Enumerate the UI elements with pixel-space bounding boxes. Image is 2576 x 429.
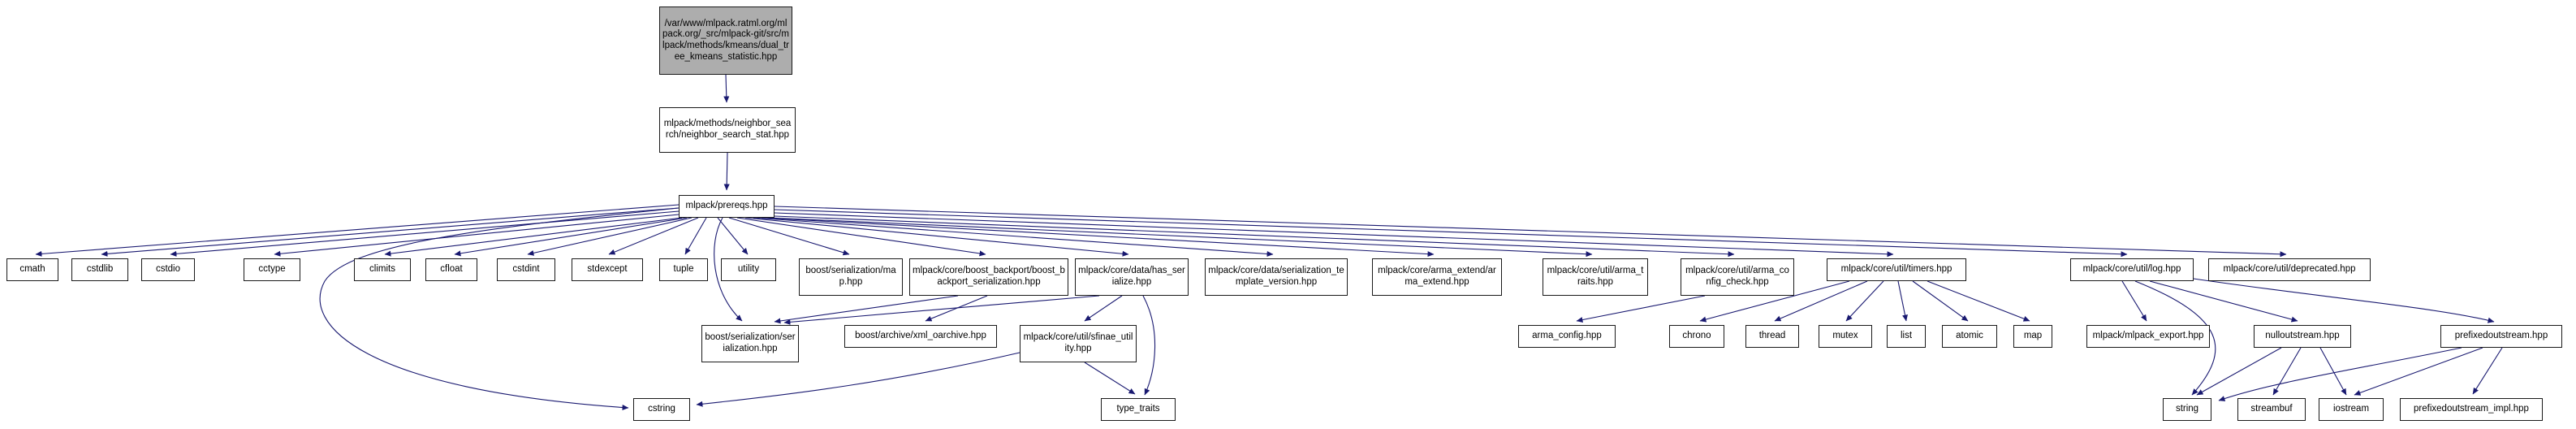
- edge-prereqs-log: [774, 209, 2128, 258]
- node-utility: utility: [721, 258, 776, 281]
- edge-has-serialize-sfinae: [1084, 295, 1123, 322]
- node-prefixedoutstream-impl[interactable]: prefixedoutstream_impl.hpp: [2400, 398, 2543, 421]
- edge-prereqs-has-serialize: [744, 217, 1129, 257]
- edge-prereqs-cfloat: [454, 217, 688, 257]
- node-serialization-template-version[interactable]: mlpack/core/data/serialization_template_…: [1205, 258, 1348, 296]
- node-cstdint: cstdint: [497, 258, 555, 281]
- edge-timers-list: [1897, 280, 1908, 322]
- edge-timers-chrono: [1699, 280, 1850, 323]
- node-boost-serialization-map: boost/serialization/map.hpp: [799, 258, 903, 296]
- edge-prereqs-cstdint: [527, 217, 693, 256]
- node-current-file: /var/www/mlpack.ratml.org/mlpack.org/_sr…: [659, 6, 792, 75]
- edge-prereqs-tuple: [684, 217, 707, 255]
- node-list: list: [1887, 325, 1926, 348]
- edge-prefixedoutstream-impl: [2472, 347, 2503, 395]
- edge-prereqs-climits: [384, 217, 683, 257]
- edge-sfinae-cstring: [696, 352, 1020, 407]
- node-log[interactable]: mlpack/core/util/log.hpp: [2070, 258, 2194, 281]
- edge-prefixedoutstream-iostream: [2354, 347, 2483, 396]
- node-cctype: cctype: [244, 258, 300, 281]
- node-cmath: cmath: [6, 258, 58, 281]
- edge-log-nulloutstream: [2149, 280, 2298, 323]
- edge-log-string: [2134, 280, 2216, 396]
- node-nulloutstream[interactable]: nulloutstream.hpp: [2254, 325, 2351, 348]
- node-type-traits: type_traits: [1101, 398, 1176, 421]
- edge-prereqs-cctype: [274, 214, 680, 257]
- node-mutex: mutex: [1819, 325, 1872, 348]
- edge-prereqs-stdexcept: [608, 217, 699, 255]
- node-arma-config-check[interactable]: mlpack/core/util/arma_config_check.hpp: [1681, 258, 1794, 296]
- node-climits: climits: [354, 258, 411, 281]
- node-deprecated[interactable]: mlpack/core/util/deprecated.hpp: [2208, 258, 2371, 281]
- edge-root-neighbor: [723, 74, 730, 103]
- node-mlpack-export[interactable]: mlpack/mlpack_export.hpp: [2086, 325, 2210, 348]
- node-streambuf: streambuf: [2237, 398, 2306, 421]
- edge-backport-boost-serialization: [774, 295, 959, 324]
- node-thread: thread: [1745, 325, 1799, 348]
- edge-prereqs-deprecated: [774, 206, 2287, 258]
- edge-nulloutstream-streambuf: [2272, 347, 2302, 396]
- edge-prereqs-arma-traits: [767, 217, 1593, 258]
- node-stdexcept: stdexcept: [572, 258, 643, 281]
- edge-prereqs-arma-extend: [761, 217, 1435, 258]
- edge-timers-map: [1927, 280, 2030, 322]
- edge-has-serialize-type-traits: [1142, 295, 1156, 396]
- edge-timers-thread: [1774, 280, 1868, 322]
- node-xml-oarchive: boost/archive/xml_oarchive.hpp: [844, 325, 997, 348]
- edge-sfinae-type-traits: [1084, 362, 1136, 395]
- edge-prereqs-boost-serialization: [714, 217, 743, 322]
- edge-prereqs-arma-config-check: [774, 215, 1735, 258]
- edge-timers-atomic: [1912, 280, 1969, 322]
- node-neighbor-search-stat[interactable]: mlpack/methods/neighbor_search/neighbor_…: [659, 107, 796, 153]
- node-arma-extend[interactable]: mlpack/core/arma_extend/arma_extend.hpp: [1372, 258, 1502, 296]
- node-prefixedoutstream[interactable]: prefixedoutstream.hpp: [2440, 325, 2562, 348]
- edge-prereqs-boost-backport: [736, 217, 986, 257]
- edge-prereqs-cstdio: [170, 210, 680, 257]
- edge-prereqs-utility: [717, 217, 749, 255]
- node-arma-config[interactable]: arma_config.hpp: [1518, 325, 1616, 348]
- edge-prereqs-boost-ser-map: [728, 217, 850, 256]
- edge-nulloutstream-string: [2196, 347, 2282, 396]
- node-arma-traits[interactable]: mlpack/core/util/arma_traits.hpp: [1543, 258, 1648, 296]
- node-tuple: tuple: [659, 258, 708, 281]
- edge-prefixedoutstream-string: [2218, 347, 2462, 401]
- edge-prereqs-ser-tmpl-version: [753, 217, 1274, 257]
- edge-nulloutstream-iostream: [2319, 347, 2347, 396]
- edge-has-serialize-boost-serialization: [783, 295, 1100, 325]
- edge-log-mlpack-export: [2121, 280, 2147, 322]
- node-map: map: [2013, 325, 2052, 348]
- edge-timers-mutex: [1845, 280, 1884, 322]
- node-prereqs[interactable]: mlpack/prereqs.hpp: [679, 195, 775, 218]
- edge-log-prefixedoutstream: [2187, 277, 2495, 323]
- node-chrono: chrono: [1669, 325, 1724, 348]
- edge-prereqs-timers: [774, 212, 1894, 258]
- node-boost-serialization: boost/serialization/serialization.hpp: [701, 325, 799, 362]
- node-iostream: iostream: [2319, 398, 2384, 421]
- edge-prereqs-cstring: [319, 207, 680, 411]
- node-cstdio: cstdio: [141, 258, 195, 281]
- edge-prereqs-cstdlib: [101, 207, 680, 257]
- node-string: string: [2163, 398, 2211, 421]
- node-cfloat: cfloat: [425, 258, 477, 281]
- edge-prereqs-cmath: [35, 204, 680, 257]
- node-atomic: atomic: [1942, 325, 1997, 348]
- node-cstdlib: cstdlib: [71, 258, 128, 281]
- node-has-serialize[interactable]: mlpack/core/data/has_serialize.hpp: [1075, 258, 1189, 296]
- node-boost-backport-serialization[interactable]: mlpack/core/boost_backport/boost_backpor…: [909, 258, 1068, 296]
- node-sfinae-utility[interactable]: mlpack/core/util/sfinae_utility.hpp: [1020, 325, 1137, 362]
- node-cstring: cstring: [633, 398, 690, 421]
- edge-arma-config-check-arma-config: [1576, 295, 1706, 323]
- node-timers[interactable]: mlpack/core/util/timers.hpp: [1827, 258, 1966, 281]
